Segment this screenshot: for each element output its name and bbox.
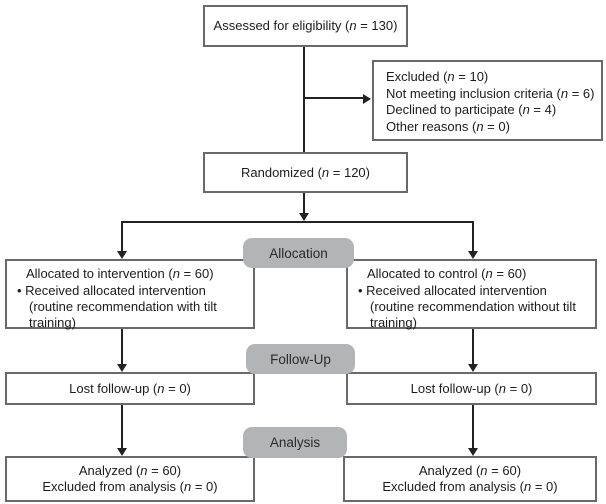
- followup-left-box: Lost follow-up (n = 0): [5, 372, 255, 405]
- excluded-line: Declined to participate (n = 4): [386, 102, 557, 117]
- connector-assessed-to-randomized: [303, 45, 305, 153]
- excluded-line: Not meeting inclusion criteria (n = 6): [386, 85, 595, 101]
- allocation-intervention-title: Allocated to intervention (n = 60): [26, 266, 214, 281]
- analysis-left-box: Analyzed (n = 60) Excluded from analysis…: [5, 456, 255, 502]
- stage-label-follow-up: Follow-Up: [246, 344, 355, 374]
- arrowhead-analysis-right-icon: [468, 448, 478, 456]
- allocation-control-box: Allocated to control (n = 60) • Received…: [346, 259, 597, 330]
- allocation-control-bullet: • Received allocated intervention (routi…: [358, 283, 576, 330]
- followup-right-box: Lost follow-up (n = 0): [346, 372, 597, 405]
- allocation-control-title: Allocated to control (n = 60): [367, 266, 527, 281]
- assessed-box: Assessed for eligibility (n = 130): [203, 5, 408, 47]
- analyzed-left-line2: Excluded from analysis (n = 0): [42, 479, 218, 494]
- allocation-intervention-box: Allocated to intervention (n = 60) • Rec…: [5, 259, 255, 330]
- connector-randomized-to-split: [303, 191, 305, 214]
- stage-label-analysis: Analysis: [243, 427, 347, 458]
- arrowhead-excluded-icon: [363, 94, 371, 104]
- arrowhead-control-icon: [468, 251, 478, 259]
- connector-split-to-control: [472, 221, 474, 251]
- arrowhead-analysis-left-icon: [117, 448, 127, 456]
- stage-label-allocation: Allocation: [243, 238, 354, 268]
- arrowhead-followup-right-icon: [468, 364, 478, 372]
- connector-control-to-followup: [472, 328, 474, 364]
- allocation-label-text: Allocation: [269, 245, 328, 261]
- analysis-right-box: Analyzed (n = 60) Excluded from analysis…: [343, 456, 597, 502]
- assessed-text: Assessed for eligibility (n = 130): [213, 18, 398, 33]
- allocation-intervention-bullet: • Received allocated intervention (routi…: [17, 283, 217, 330]
- analysis-label-text: Analysis: [269, 435, 321, 450]
- follow-up-label-text: Follow-Up: [270, 351, 331, 367]
- arrowhead-intervention-icon: [117, 251, 127, 259]
- connector-branch-to-excluded: [304, 97, 364, 99]
- connector-followup-to-analysis-right: [472, 403, 474, 448]
- analyzed-right-line2: Excluded from analysis (n = 0): [382, 479, 558, 494]
- followup-left-text: Lost follow-up (n = 0): [69, 380, 191, 396]
- split-line: [121, 221, 474, 223]
- randomized-text: Randomized (n = 120): [240, 164, 370, 180]
- arrowhead-split-icon: [299, 213, 309, 221]
- excluded-line: Excluded (n = 10): [386, 69, 489, 84]
- arrowhead-followup-left-icon: [117, 364, 127, 372]
- analyzed-left-line1: Analyzed (n = 60): [78, 463, 182, 478]
- connector-intervention-to-followup: [121, 328, 123, 364]
- followup-right-text: Lost follow-up (n = 0): [410, 380, 533, 396]
- analyzed-right-line1: Analyzed (n = 60): [418, 463, 522, 478]
- connector-split-to-intervention: [121, 221, 123, 251]
- randomized-box: Randomized (n = 120): [203, 152, 408, 193]
- excluded-line: Other reasons (n = 0): [386, 118, 510, 134]
- connector-followup-to-analysis-left: [121, 403, 123, 448]
- excluded-box: Excluded (n = 10) Not meeting inclusion …: [372, 60, 603, 141]
